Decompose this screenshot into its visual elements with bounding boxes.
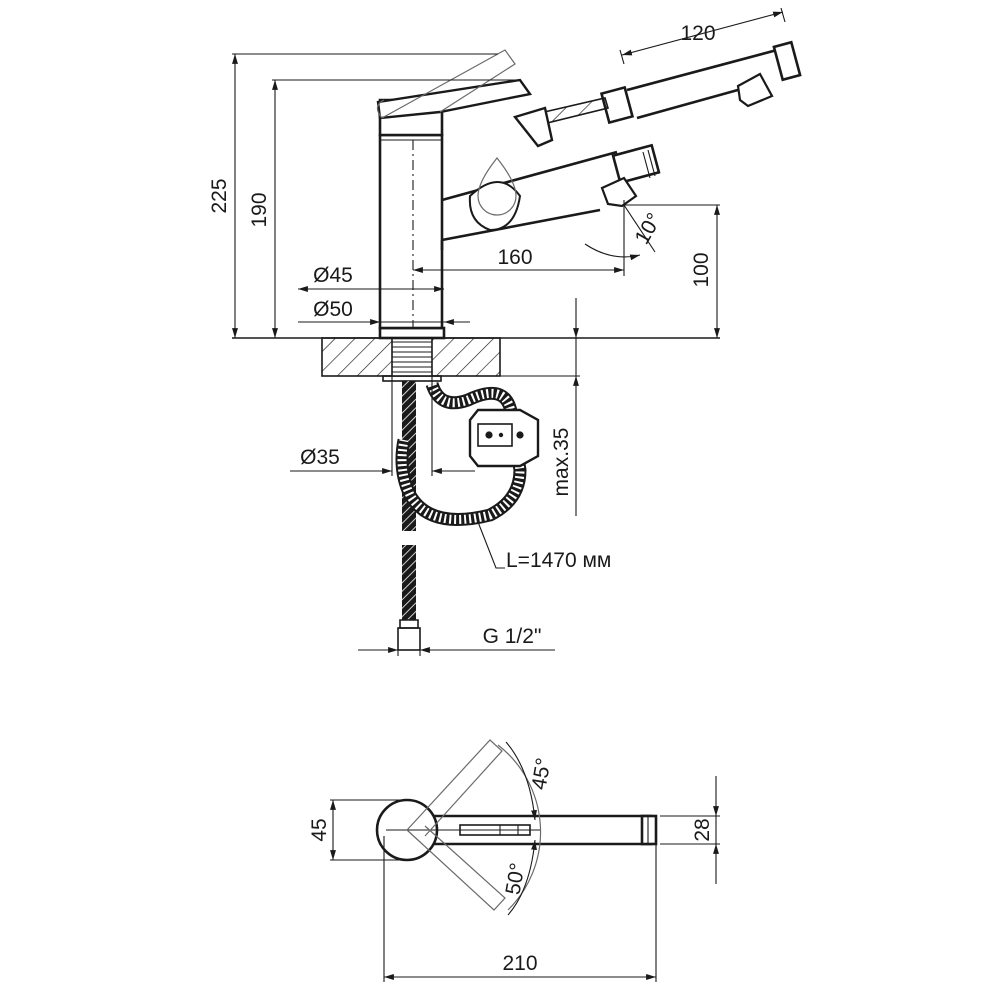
dim-spray-angle: 10° [630, 209, 666, 248]
side-view: 225 190 120 160 100 10° Ø45 Ø50 Ø35 max.… [208, 7, 802, 656]
dim-base-outer: Ø50 [313, 298, 353, 321]
dim-angle-up: 45° [528, 756, 556, 791]
dim-height: 190 [248, 192, 271, 227]
side-dimension-lines [232, 7, 786, 656]
faucet-body [378, 133, 446, 340]
supply-hoses [395, 381, 540, 651]
spout [440, 143, 661, 250]
countertop-section [321, 337, 501, 382]
dim-spray-length: 120 [680, 22, 715, 45]
dim-total-length: 210 [502, 952, 537, 975]
water-drop-icon [477, 157, 517, 216]
dim-body-width: 45 [308, 818, 331, 841]
dim-counter-thickness: max.35 [550, 428, 573, 497]
dim-spout-reach: 160 [497, 246, 532, 269]
top-view: 45 28 210 45° 50° [308, 739, 720, 982]
dim-hose-length: L=1470 мм [506, 549, 611, 572]
dim-overall-height: 225 [208, 178, 231, 213]
dim-spout-height: 100 [690, 252, 713, 287]
dim-spout-width: 28 [691, 818, 714, 841]
pullout-spray [512, 40, 802, 148]
dim-base-inner: Ø45 [313, 264, 353, 287]
dim-shank: Ø35 [300, 446, 340, 469]
lever-handle [376, 49, 533, 137]
dim-thread: G 1/2" [483, 625, 542, 648]
dim-angle-down: 50° [502, 861, 530, 896]
